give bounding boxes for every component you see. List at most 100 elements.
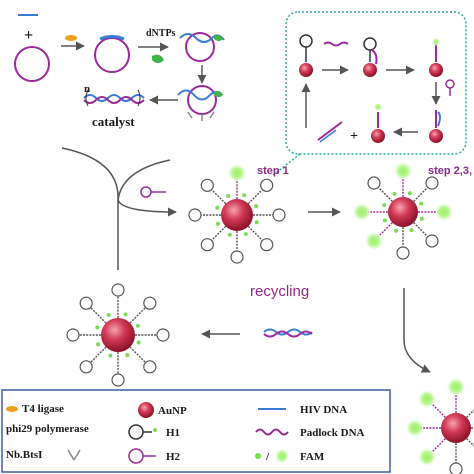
- aunp-probe-cluster-1: [188, 164, 286, 264]
- probe-stem: [466, 438, 474, 447]
- probe-stem: [211, 189, 227, 205]
- probe-stem: [211, 225, 227, 241]
- fam-dot: [243, 232, 248, 237]
- legend-fam: FAM: [300, 451, 325, 463]
- hairpin-loop: [200, 178, 214, 192]
- probe-stem: [413, 222, 429, 238]
- aunp-probe-cluster-3: [66, 283, 170, 387]
- legend-aunp: AuNP: [158, 405, 187, 417]
- hairpin-loop: [367, 176, 381, 190]
- fam-dot: [419, 216, 424, 221]
- legend-padlock-dna: Padlock DNA: [300, 427, 365, 439]
- phi29-icon-top: [152, 54, 164, 63]
- step1-label: step 1: [257, 165, 289, 177]
- fam-dot: [382, 203, 387, 208]
- repeat-n-label: n: [84, 83, 90, 95]
- hairpin-loop: [449, 462, 463, 474]
- hairpin-loop: [79, 360, 93, 374]
- fam-dot: [106, 313, 111, 318]
- legend-fam-slash: /: [265, 451, 270, 463]
- recycle-arrow-down: [403, 288, 431, 373]
- plus-sign: +: [24, 27, 33, 44]
- hairpin-loop: [111, 373, 125, 387]
- probe-stem: [377, 186, 393, 202]
- aunp-core: [441, 413, 471, 443]
- merge-curve: [61, 147, 177, 270]
- fam-dot: [215, 221, 220, 226]
- legend-hiv-dna: HIV DNA: [300, 404, 347, 416]
- probe-stem: [247, 189, 263, 205]
- fam-glow: [418, 390, 437, 409]
- legend-t4-ligase: T4 ligase: [22, 403, 64, 415]
- aunp-core: [388, 197, 418, 227]
- padlock-circle-2: [94, 35, 130, 73]
- fam-dot: [227, 232, 232, 237]
- catalyst-strands: [83, 89, 145, 107]
- aunp-probe-cluster-2: [353, 162, 453, 260]
- hairpin-loop: [188, 208, 202, 222]
- hairpin-loop: [79, 296, 93, 310]
- hairpin-loop: [425, 176, 439, 190]
- inset-probe-4: [429, 110, 443, 143]
- probe-stem: [413, 186, 429, 202]
- hairpin-loop: [230, 250, 244, 264]
- fam-dot: [242, 193, 247, 198]
- hairpin-loop: [425, 234, 439, 248]
- inset-probe-2: [363, 37, 378, 77]
- fam-dot: [226, 193, 231, 198]
- probe-stem: [430, 438, 446, 454]
- fam-dot: [407, 191, 412, 196]
- fam-dot: [215, 205, 220, 210]
- hairpin-loop: [111, 283, 125, 297]
- aunp-probe-cluster-4: [406, 378, 474, 474]
- probe-stem: [129, 346, 147, 364]
- fam-glow: [435, 203, 453, 221]
- fam-dot: [95, 325, 100, 330]
- fam-dot: [136, 340, 141, 345]
- padlock-dna-icon: [255, 428, 289, 436]
- fam-dot: [392, 191, 397, 196]
- fam-dot: [419, 201, 424, 206]
- hairpin-loop: [143, 296, 157, 310]
- inset-plus: +: [350, 129, 358, 144]
- fam-dot: [135, 323, 140, 328]
- catalyst-strand-recycled: [263, 328, 313, 338]
- inset-released-strand: [317, 121, 343, 143]
- fam-glow: [365, 231, 384, 250]
- inset-probe-3: [429, 38, 443, 77]
- hairpin-loop: [272, 208, 286, 222]
- rca-circle-2: [177, 85, 223, 121]
- fam-dot: [123, 312, 128, 317]
- legend: T4 ligase phi29 polymerase Nb.BtsI AuNP …: [1, 389, 391, 473]
- padlock-circle-1: [14, 46, 50, 82]
- fam-dot: [394, 228, 399, 233]
- fam-dot: [254, 220, 259, 225]
- t4-ligase-icon: [6, 406, 18, 412]
- fam-dot: [382, 218, 387, 223]
- hairpin-loop: [396, 246, 410, 260]
- probe-stem: [466, 409, 474, 418]
- legend-nbbtsi: Nb.BtsI: [6, 449, 42, 461]
- hairpin-loop: [156, 328, 170, 342]
- nbbtsi-icon: [67, 449, 81, 461]
- dntps-label: dNTPs: [146, 28, 176, 39]
- inset-probe-5: [371, 103, 385, 143]
- hairpin-loop: [260, 238, 274, 252]
- inset-probe-1: [299, 34, 313, 77]
- inset-box: [271, 11, 467, 177]
- hairpin-loop: [143, 360, 157, 374]
- recycling-label: recycling: [250, 283, 309, 300]
- fam-icon: [255, 449, 289, 463]
- legend-h1: H1: [166, 427, 180, 439]
- hairpin-loop: [66, 328, 80, 342]
- fam-dot: [409, 228, 414, 233]
- step23-label: step 2,3,: [428, 165, 472, 177]
- h2-hairpin-mid: [140, 186, 166, 198]
- fam-glow: [353, 203, 371, 221]
- h1-icon: [128, 424, 157, 440]
- hairpin-loop: [200, 238, 214, 252]
- rca-circle-1: [179, 32, 225, 62]
- fam-glow: [394, 162, 412, 180]
- ligase-icon-top: [61, 35, 85, 51]
